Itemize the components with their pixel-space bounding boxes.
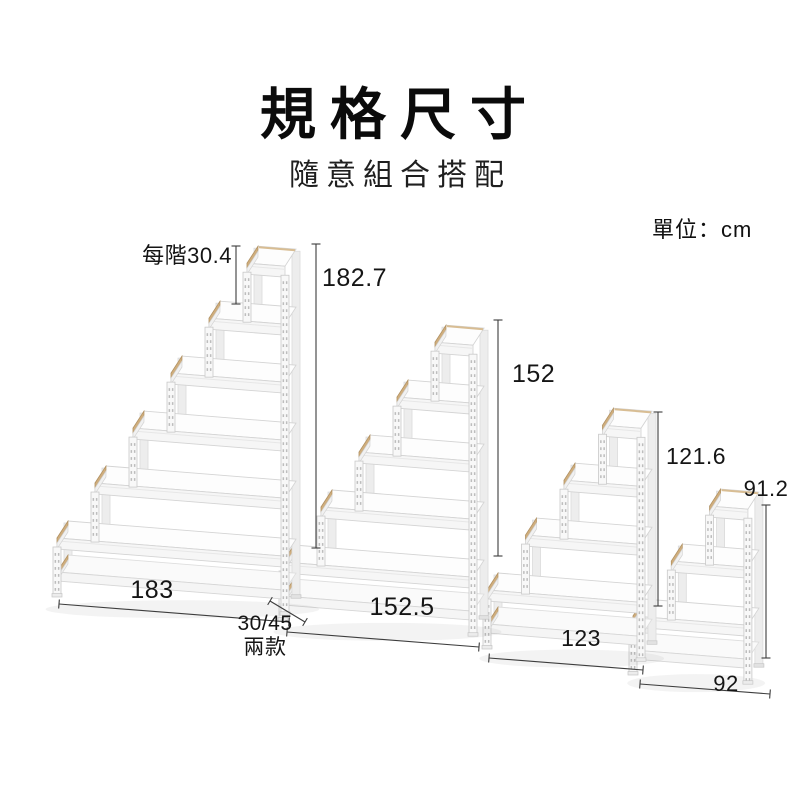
rack-4-width-dim bbox=[488, 653, 644, 675]
depth-options-label: 30/45 兩款 bbox=[223, 612, 307, 659]
step-height-dim bbox=[231, 245, 241, 305]
rack-4-width-label: 123 bbox=[561, 625, 601, 651]
rack-4-height-label: 121.6 bbox=[666, 443, 727, 469]
rack-4-height-dim bbox=[653, 411, 663, 607]
rack-5-width-label: 152.5 bbox=[369, 593, 435, 621]
depth-options-note: 兩款 bbox=[243, 635, 287, 659]
rack-3-width-dim bbox=[639, 679, 771, 699]
step-height-label: 每階30.4 bbox=[142, 243, 232, 268]
rack-6-height-label: 182.7 bbox=[322, 264, 388, 292]
rack-6-width-dim bbox=[58, 599, 290, 627]
page-title: 規格尺寸 bbox=[260, 83, 540, 146]
page-subtitle: 隨意組合搭配 bbox=[289, 159, 511, 192]
rack-3-width-label: 92 bbox=[713, 671, 739, 696]
depth-options-value: 30/45 bbox=[237, 612, 293, 635]
rack-3-height-label: 91.2 bbox=[743, 476, 789, 501]
rack-4-step-illustration bbox=[479, 407, 665, 668]
rack-5-step-illustration bbox=[273, 324, 502, 641]
rack-5-height-label: 152 bbox=[512, 360, 556, 388]
depth-dim bbox=[267, 596, 308, 627]
rack-5-height-dim bbox=[493, 319, 503, 557]
rack-5-width-dim bbox=[286, 627, 480, 652]
rack-6-width-label: 183 bbox=[130, 576, 174, 604]
unit-label: 單位：cm bbox=[652, 217, 753, 242]
rack-6-step-illustration bbox=[45, 245, 320, 619]
rack-6-height-dim bbox=[311, 243, 321, 549]
rack-3-height-dim bbox=[761, 504, 771, 659]
